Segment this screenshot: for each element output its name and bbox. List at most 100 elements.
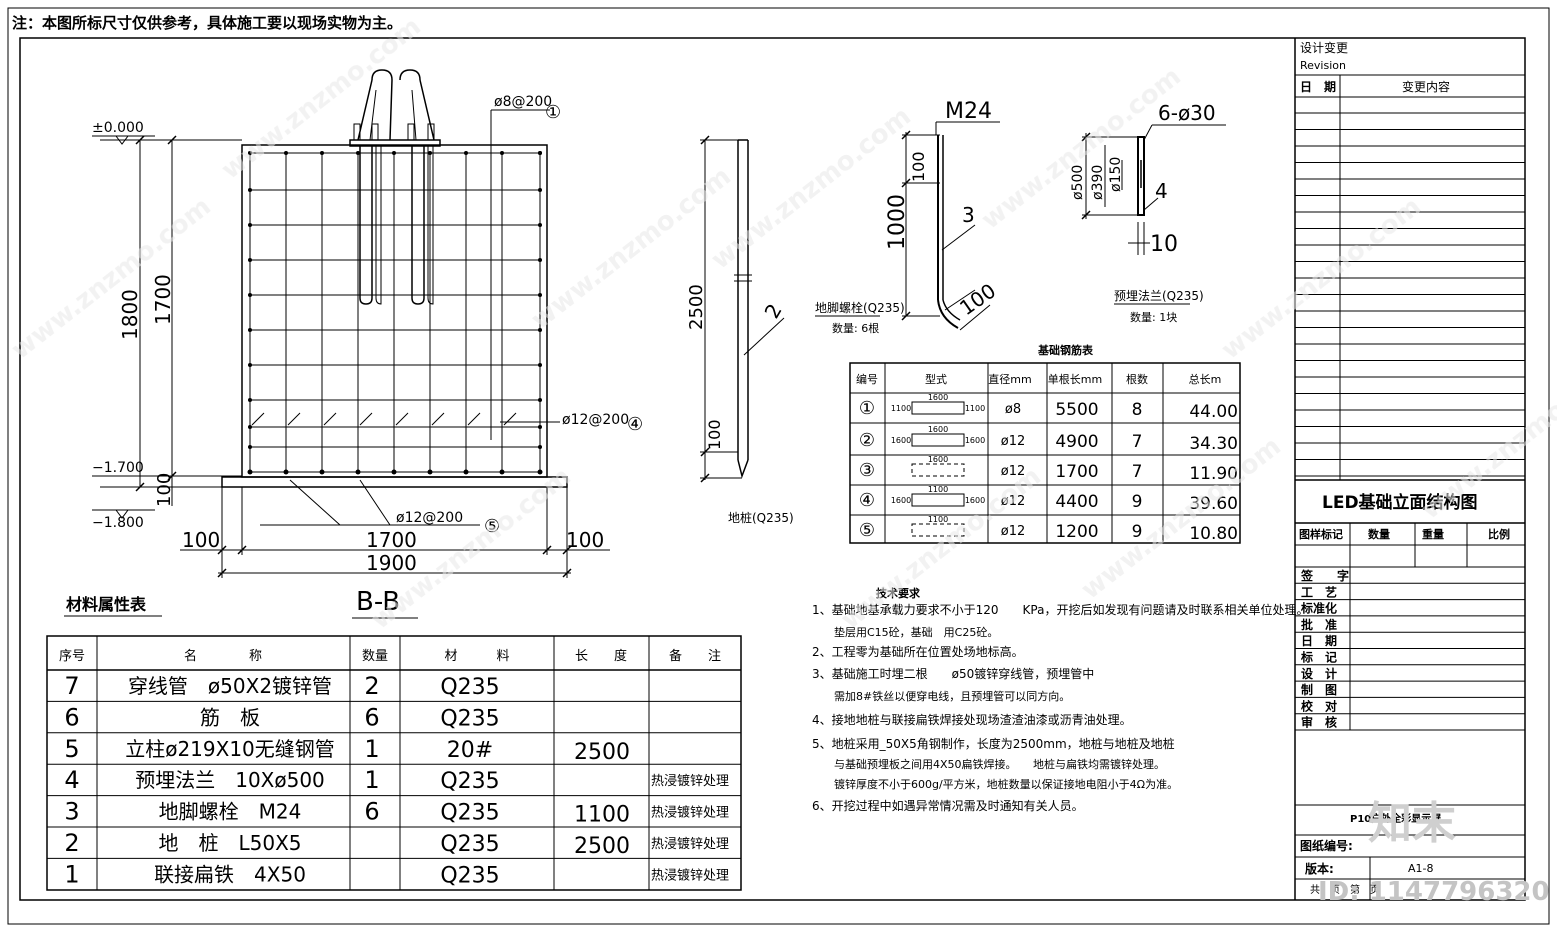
dim-100-left: 100 <box>182 528 220 552</box>
pile-caption: 地桩(Q235) <box>728 510 794 525</box>
page-row: 共 页 第 页 <box>1310 883 1380 896</box>
watermark-text: www.znzmo.com <box>976 62 1187 236</box>
materials-no: 3 <box>64 798 79 826</box>
materials-no: 6 <box>64 703 79 731</box>
sign-row-label: 日 期 <box>1301 633 1337 648</box>
rebar-dia: ø8 <box>1005 402 1021 417</box>
materials-name: 穿线管 ø50X2镀锌管 <box>128 674 332 698</box>
flange-caption2: 数量: 1块 <box>1130 311 1177 324</box>
flange-detail: 6-ø30 ø500 ø390 ø150 4 10 预埋法兰(Q235) 数量:… <box>1070 101 1226 324</box>
h-mark: 图样标记 <box>1299 527 1343 541</box>
sign-row-label: 标准化 <box>1300 601 1337 616</box>
rebar-cnt: 8 <box>1132 400 1143 420</box>
elev-top: ±0.000 <box>92 120 144 136</box>
materials-mat: Q235 <box>440 863 499 888</box>
h-scale: 比例 <box>1488 527 1510 541</box>
materials-qty: 2 <box>364 672 379 700</box>
project-name: P10户外全彩显示屏 <box>1350 812 1441 825</box>
rebar-shape <box>911 493 965 507</box>
materials-note: 热浸镀锌处理 <box>651 836 729 852</box>
rebar-cnt: 9 <box>1132 522 1143 542</box>
elev-mid: −1.700 <box>92 460 144 476</box>
drawing-no-label: 图纸编号: <box>1300 838 1353 853</box>
rebar-shape <box>911 401 965 415</box>
flange-caption1: 预埋法兰(Q235) <box>1114 289 1204 303</box>
rebar-shape-right: 1100 <box>965 404 985 413</box>
materials-len: 2500 <box>574 740 630 765</box>
drawing-title: LED基础立面结构图 <box>1322 492 1478 513</box>
title-block: 设计变更 Revision 日 期 变更内容 LED基础立面结构图 图样标记 数… <box>1294 38 1525 900</box>
flange-d500: ø500 <box>1070 165 1086 200</box>
materials-mat: Q235 <box>440 706 499 731</box>
materials-header: 备 注 <box>669 648 721 664</box>
rebar-dia: ø12 <box>1001 494 1026 509</box>
rebar-total: 10.80 <box>1189 524 1238 544</box>
watermark-text: www.znzmo.com <box>1216 192 1427 366</box>
sign-row-label: 标 记 <box>1300 650 1337 665</box>
rebar-table-header: 直径mm <box>988 372 1031 386</box>
dim-1800: 1800 <box>118 289 142 340</box>
rebar-cnt: 7 <box>1132 432 1143 452</box>
materials-qty: 6 <box>364 703 379 731</box>
rebar-row-no: ③ <box>859 460 875 481</box>
pile-len: 2500 <box>686 284 707 330</box>
rebar5-label: ø12@200 <box>396 510 463 526</box>
rebar-len: 1700 <box>1055 462 1098 482</box>
rebar5-num: ⑤ <box>484 516 500 537</box>
materials-qty: 1 <box>364 735 379 763</box>
materials-mat: 20# <box>447 738 493 763</box>
logo-watermark: 知末 <box>1368 798 1456 849</box>
rebar-shape-top: 1600 <box>928 425 948 434</box>
materials-name: 地 桩 L50X5 <box>158 831 301 855</box>
outer-border <box>7 7 1550 925</box>
materials-name: 地脚螺栓 M24 <box>159 800 302 824</box>
rebar-cnt: 7 <box>1132 462 1143 482</box>
rebar-dia: ø12 <box>1001 524 1026 539</box>
bolt-num: 3 <box>962 203 975 227</box>
sign-row-label: 工 艺 <box>1301 584 1337 599</box>
rebar-shape <box>911 433 965 447</box>
elev-bot: −1.800 <box>92 515 144 531</box>
rebar-row-no: ④ <box>859 490 875 511</box>
rebar-shape-top: 1100 <box>928 485 948 494</box>
rebar-total: 44.00 <box>1189 402 1238 422</box>
rebar1-label: ø8@200 <box>494 94 552 110</box>
top-note: 注：本图所标尺寸仅供参考，具体施工要以现场实物为主。 <box>12 14 402 32</box>
rebar-dia: ø12 <box>1001 464 1026 479</box>
standing-pipes <box>349 69 441 305</box>
rebar-total: 39.60 <box>1189 494 1238 514</box>
rebar-cnt: 9 <box>1132 492 1143 512</box>
section-title: B-B <box>356 587 400 617</box>
rebar-dia: ø12 <box>1001 434 1026 449</box>
tech-line: 6、开挖过程中如遇异常情况需及时通知有关人员。 <box>812 798 1084 813</box>
rebar-row-no: ⑤ <box>859 520 875 541</box>
version-value: A1-8 <box>1408 862 1434 875</box>
materials-mat: Q235 <box>440 675 499 700</box>
materials-no: 7 <box>64 672 79 700</box>
flange-d390: ø390 <box>1090 165 1106 200</box>
rebar-len: 5500 <box>1055 400 1098 420</box>
tech-line: 需加8#铁丝以便穿电线，且预埋管可以同方向。 <box>812 689 1070 703</box>
rev-content: 变更内容 <box>1402 79 1450 94</box>
materials-name: 联接扁铁 4X50 <box>154 862 306 886</box>
tech-line: 1、基础地基承载力要求不小于120 KPa，开挖后如发现有问题请及时联系相关单位… <box>812 602 1308 617</box>
rebar-shape <box>911 523 965 537</box>
sign-row-label: 批 准 <box>1301 617 1337 632</box>
watermark-text: www.znzmo.com <box>1076 432 1287 606</box>
rev-date: 日 期 <box>1300 79 1336 94</box>
materials-note: 热浸镀锌处理 <box>651 773 729 789</box>
materials-no: 1 <box>64 860 79 888</box>
materials-note: 热浸镀锌处理 <box>651 805 729 821</box>
dim-100-v: 100 <box>154 473 175 507</box>
rebar1-num: ① <box>545 102 561 123</box>
watermark-layer: www.znzmo.comwww.znzmo.comwww.znzmo.comw… <box>6 12 1557 636</box>
materials-mat: Q235 <box>440 801 499 826</box>
section-bb: ø8@200 ① ø12@200 ④ ø12@200 ⑤ 1800 1700 1… <box>92 69 643 619</box>
rebar-table-header: 总长m <box>1189 372 1222 386</box>
materials-header: 数量 <box>362 649 388 664</box>
rebar-table-header: 单根长mm <box>1048 372 1102 386</box>
rev-label-1: 设计变更 <box>1300 40 1348 55</box>
